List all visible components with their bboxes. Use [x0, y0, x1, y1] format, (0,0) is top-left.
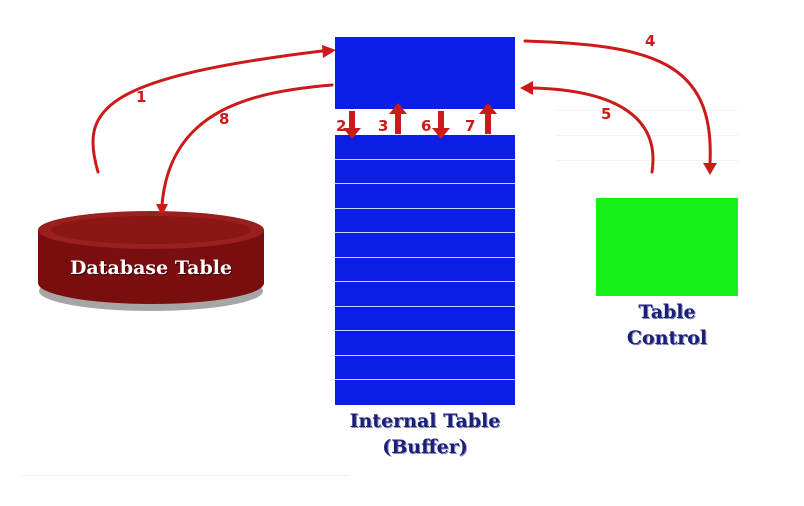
arrow-5-head — [520, 81, 533, 95]
arrow-4-head — [703, 163, 717, 175]
internal-table-label: Internal Table (Buffer) — [325, 408, 525, 460]
arrow-1-curve — [91, 49, 324, 174]
step-number-5: 5 — [601, 105, 612, 123]
internal-table-rows — [335, 135, 515, 405]
table-row-divider — [335, 183, 515, 184]
arrow-1-head — [322, 45, 336, 58]
background-line — [20, 475, 350, 476]
step-number-3: 3 — [378, 117, 389, 135]
database-table-label: Database Table — [69, 257, 233, 279]
arrow-down-icon — [343, 111, 361, 139]
arrow-8-curve — [160, 83, 334, 207]
background-line — [556, 160, 738, 161]
table-row-divider — [335, 330, 515, 331]
step-number-2: 2 — [336, 117, 347, 135]
table-row-divider — [335, 257, 515, 258]
step-number-7: 7 — [465, 117, 476, 135]
database-cylinder-icon — [38, 211, 264, 311]
arrow-5-curve — [530, 86, 655, 174]
internal-table-header — [335, 37, 515, 109]
table-row-divider — [335, 208, 515, 209]
table-row-divider — [335, 281, 515, 282]
table-row-divider — [335, 379, 515, 380]
background-line — [556, 110, 738, 111]
arrow-up-icon — [389, 103, 407, 134]
table-control-box — [596, 198, 738, 296]
table-row-divider — [335, 159, 515, 160]
table-control-label-line2: Control — [626, 327, 708, 349]
step-number-8: 8 — [219, 110, 230, 128]
table-control-label: Table Control — [596, 299, 738, 351]
internal-table-label-line1: Internal Table — [349, 410, 501, 432]
arrow-down-icon — [432, 111, 450, 139]
table-row-divider — [335, 306, 515, 307]
step-number-1: 1 — [136, 88, 147, 106]
step-number-6: 6 — [421, 117, 432, 135]
table-control-label-line1: Table — [638, 301, 696, 323]
internal-table-label-line2: (Buffer) — [382, 436, 468, 458]
table-row-divider — [335, 355, 515, 356]
arrow-8-head — [156, 204, 168, 216]
arrow-4-curve — [523, 39, 712, 165]
arrow-up-icon — [479, 103, 497, 134]
step-number-4: 4 — [645, 32, 656, 50]
table-row-divider — [335, 232, 515, 233]
